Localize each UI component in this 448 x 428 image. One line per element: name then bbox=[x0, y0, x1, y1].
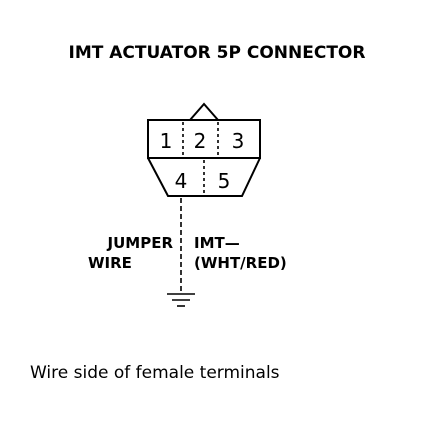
wire-color-label-line2: (WHT/RED) bbox=[194, 254, 287, 272]
jumper-wire-label-line2: WIRE bbox=[88, 254, 132, 272]
wire-color-label-line1: IMT— bbox=[194, 234, 240, 252]
locking-tab bbox=[189, 102, 219, 121]
connector-bottom-row bbox=[147, 157, 261, 197]
jumper-wire-label-line1: JUMPER bbox=[107, 234, 174, 252]
diagram-title: IMT ACTUATOR 5P CONNECTOR bbox=[69, 43, 366, 63]
diagram-caption: Wire side of female terminals bbox=[30, 363, 280, 383]
pin-4: 4 bbox=[175, 169, 188, 193]
connector-top-row bbox=[147, 119, 261, 159]
ground-icon bbox=[167, 293, 195, 307]
pin-5: 5 bbox=[218, 169, 231, 193]
pin-3: 3 bbox=[232, 129, 245, 153]
pin-2: 2 bbox=[194, 129, 207, 153]
connector-housing bbox=[147, 102, 261, 197]
pin-1: 1 bbox=[160, 129, 173, 153]
